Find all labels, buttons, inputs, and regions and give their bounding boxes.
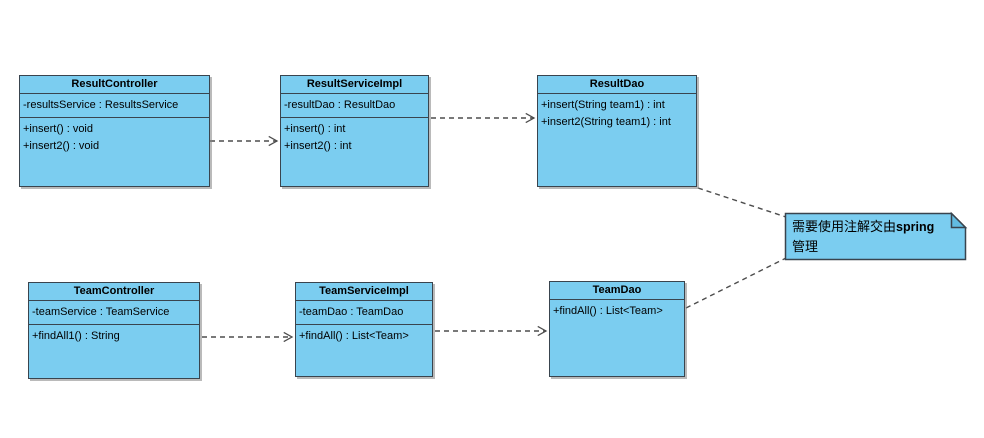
attribute: -teamService : TeamService xyxy=(32,306,170,318)
class-resultcontroller[interactable]: ResultController -resultsService : Resul… xyxy=(19,75,210,187)
note-anchor-from-resultdao[interactable] xyxy=(697,187,787,218)
class-teamcontroller[interactable]: TeamController -teamService : TeamServic… xyxy=(28,282,200,379)
methods-compartment: +findAll() : List<Team> xyxy=(296,325,432,347)
method: +insert2() : int xyxy=(284,140,352,152)
note-line1-cn: 需要使用注解交由 xyxy=(792,219,897,234)
class-title: ResultDao xyxy=(538,76,696,94)
method: +insert2() : void xyxy=(23,140,100,152)
attribute: -teamDao : TeamDao xyxy=(299,306,404,318)
class-title: ResultController xyxy=(20,76,209,94)
method: +insert() : int xyxy=(284,123,346,135)
class-resultdao[interactable]: ResultDao +insert(String team1) : int +i… xyxy=(537,75,697,187)
methods-compartment: +findAll() : List<Team> xyxy=(550,300,684,322)
methods-compartment: +findAll1() : String xyxy=(29,325,199,347)
attributes-compartment: -resultDao : ResultDao xyxy=(281,94,428,118)
note-anchor-from-teamdao[interactable] xyxy=(685,257,787,309)
method: +findAll() : List<Team> xyxy=(553,305,663,317)
note-line2: 管理 xyxy=(792,239,819,254)
method: +insert() : void xyxy=(23,123,93,135)
class-resultserviceimpl[interactable]: ResultServiceImpl -resultDao : ResultDao… xyxy=(280,75,429,187)
method: +findAll() : List<Team> xyxy=(299,330,409,342)
note-text: 需要使用注解交由spring 管理 xyxy=(792,217,960,257)
method: +findAll1() : String xyxy=(32,330,120,342)
methods-compartment: +insert(String team1) : int +insert2(Str… xyxy=(538,94,696,133)
class-title: TeamServiceImpl xyxy=(296,283,432,301)
method: +insert2(String team1) : int xyxy=(541,116,671,128)
methods-compartment: +insert() : int +insert2() : int xyxy=(281,118,428,157)
class-teamserviceimpl[interactable]: TeamServiceImpl -teamDao : TeamDao +find… xyxy=(295,282,433,377)
attributes-compartment: -resultsService : ResultsService xyxy=(20,94,209,118)
attribute: -resultsService : ResultsService xyxy=(23,99,179,111)
methods-compartment: +insert() : void +insert2() : void xyxy=(20,118,209,157)
note-line1-spring: spring xyxy=(896,220,935,234)
class-title: TeamController xyxy=(29,283,199,301)
class-teamdao[interactable]: TeamDao +findAll() : List<Team> xyxy=(549,281,685,377)
method: +insert(String team1) : int xyxy=(541,99,665,111)
class-title: TeamDao xyxy=(550,282,684,300)
attributes-compartment: -teamService : TeamService xyxy=(29,301,199,325)
note-shape[interactable] xyxy=(784,212,967,261)
note-fold-corner xyxy=(950,211,968,229)
attributes-compartment: -teamDao : TeamDao xyxy=(296,301,432,325)
attribute: -resultDao : ResultDao xyxy=(284,99,396,111)
class-title: ResultServiceImpl xyxy=(281,76,428,94)
